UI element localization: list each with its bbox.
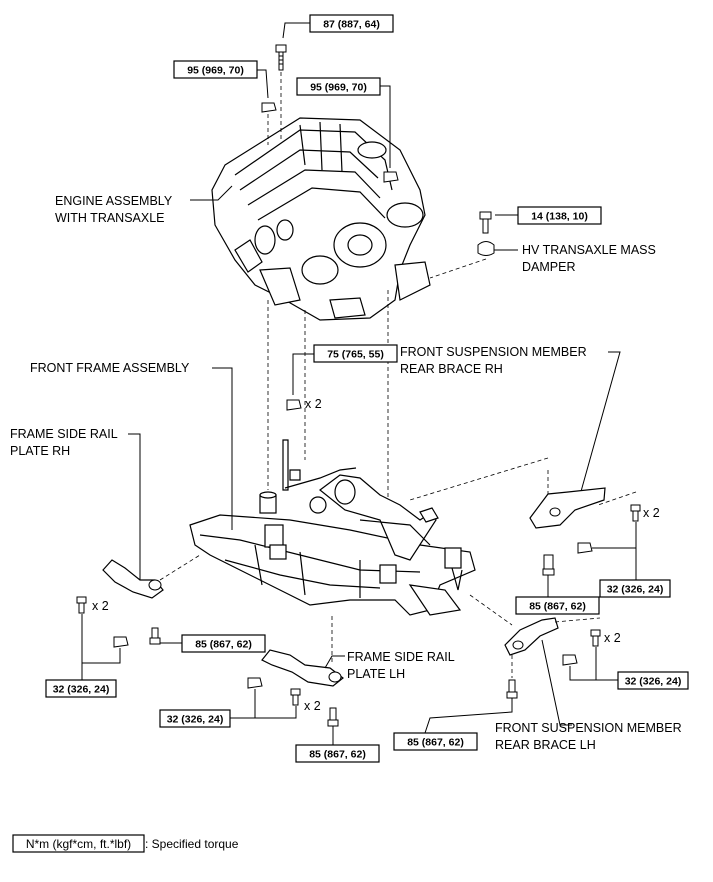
stabilizer-bolt-torque: 75 (765, 55) bbox=[327, 349, 384, 361]
hv-damper-label-line-1: HV TRANSAXLE MASS bbox=[522, 243, 656, 257]
brace-rh-group: FRONT SUSPENSION MEMBER REAR BRACE RH 85… bbox=[400, 345, 671, 615]
engine-label-line-2: WITH TRANSAXLE bbox=[55, 211, 165, 225]
damper-bolt-icon bbox=[479, 211, 492, 234]
brace-rh-bolt-torque: 85 (867, 62) bbox=[529, 601, 586, 613]
brace-rh-multiplier: x 2 bbox=[643, 506, 660, 520]
brace-lh-label-line-1: FRONT SUSPENSION MEMBER bbox=[495, 721, 682, 735]
front-frame-label-text: FRONT FRAME ASSEMBLY bbox=[30, 361, 190, 375]
front-frame-label: FRONT FRAME ASSEMBLY bbox=[30, 361, 233, 530]
rail-rh-side-torque: 32 (326, 24) bbox=[53, 684, 110, 696]
brace-lh-nut-icon bbox=[562, 654, 578, 666]
brace-lh-part bbox=[504, 617, 559, 656]
torque-legend: N*m (kgf*cm, ft.*lbf) : Specified torque bbox=[12, 834, 239, 853]
engine-assembly-label: ENGINE ASSEMBLY WITH TRANSAXLE bbox=[55, 185, 233, 225]
rail-rh-bolt-icon bbox=[149, 627, 161, 645]
brace-lh-group: x 2 32 (326, 24) 85 (867, 62) FRONT SUSP… bbox=[393, 594, 689, 752]
top-bolt-group: 87 (887, 64) bbox=[275, 14, 394, 140]
stabilizer-multiplier: x 2 bbox=[305, 397, 322, 411]
right-nut-icon bbox=[383, 171, 399, 183]
stabilizer-nut-icon bbox=[286, 399, 302, 411]
right-nut-torque: 95 (969, 70) bbox=[310, 82, 367, 94]
rail-lh-group: FRAME SIDE RAIL PLATE LH x 2 32 (326, 24… bbox=[159, 616, 455, 763]
right-nut-group: 95 (969, 70) bbox=[296, 77, 399, 183]
brace-rh-label-line-1: FRONT SUSPENSION MEMBER bbox=[400, 345, 587, 359]
left-nut-torque: 95 (969, 70) bbox=[187, 65, 244, 77]
hv-damper-label-line-2: DAMPER bbox=[522, 260, 575, 274]
hv-damper-group: 14 (138, 10) HV TRANSAXLE MASS DAMPER bbox=[429, 206, 656, 279]
rail-lh-side-torque: 32 (326, 24) bbox=[167, 714, 224, 726]
brace-lh-side-torque: 32 (326, 24) bbox=[625, 676, 682, 688]
brace-rh-bolt-icon bbox=[542, 554, 555, 576]
front-frame-illustration bbox=[189, 439, 476, 616]
brace-lh-bolt-icon bbox=[506, 679, 518, 699]
rail-rh-group: FRAME SIDE RAIL PLATE RH x 2 32 (326, 24… bbox=[10, 427, 266, 698]
damper-bolt-torque: 14 (138, 10) bbox=[531, 211, 588, 223]
rail-lh-part bbox=[261, 649, 344, 687]
rail-lh-label-line-1: FRAME SIDE RAIL bbox=[347, 650, 455, 664]
legend-description: : Specified torque bbox=[145, 837, 239, 851]
rail-rh-nut-icon bbox=[113, 636, 129, 648]
brace-lh-label-line-2: REAR BRACE LH bbox=[495, 738, 596, 752]
rail-rh-part bbox=[102, 559, 164, 599]
rail-lh-nut-icon bbox=[247, 677, 263, 689]
brace-rh-side-bolt-icon bbox=[630, 504, 641, 522]
brace-lh-bolt-torque: 85 (867, 62) bbox=[407, 737, 464, 749]
top-bolt-icon bbox=[275, 44, 287, 71]
mass-damper-icon bbox=[477, 241, 495, 256]
engine-assembly-illustration bbox=[211, 117, 431, 321]
rail-lh-multiplier: x 2 bbox=[304, 699, 321, 713]
brace-rh-label-line-2: REAR BRACE RH bbox=[400, 362, 503, 376]
rail-rh-bolt-torque: 85 (867, 62) bbox=[195, 639, 252, 651]
left-nut-group: 95 (969, 70) bbox=[173, 60, 277, 145]
brace-rh-nut-icon bbox=[577, 542, 593, 554]
left-nut-icon bbox=[261, 102, 277, 113]
rail-rh-side-bolt-icon bbox=[76, 596, 87, 614]
rail-rh-label-line-1: FRAME SIDE RAIL bbox=[10, 427, 118, 441]
brace-lh-multiplier: x 2 bbox=[604, 631, 621, 645]
legend-unit: N*m (kgf*cm, ft.*lbf) bbox=[26, 837, 131, 851]
rail-rh-multiplier: x 2 bbox=[92, 599, 109, 613]
rail-rh-label-line-2: PLATE RH bbox=[10, 444, 70, 458]
rail-lh-bolt-icon bbox=[327, 707, 339, 727]
brace-lh-side-bolt-icon bbox=[590, 629, 601, 647]
brace-rh-side-torque: 32 (326, 24) bbox=[607, 584, 664, 596]
engine-label-line-1: ENGINE ASSEMBLY bbox=[55, 194, 173, 208]
rail-lh-side-bolt-icon bbox=[290, 688, 301, 706]
stabilizer-bolt-group: 75 (765, 55) x 2 bbox=[286, 344, 398, 411]
top-bolt-torque: 87 (887, 64) bbox=[323, 19, 380, 31]
rail-lh-label-line-2: PLATE LH bbox=[347, 667, 405, 681]
brace-rh-part bbox=[529, 487, 606, 529]
rail-lh-bolt-torque: 85 (867, 62) bbox=[309, 749, 366, 761]
